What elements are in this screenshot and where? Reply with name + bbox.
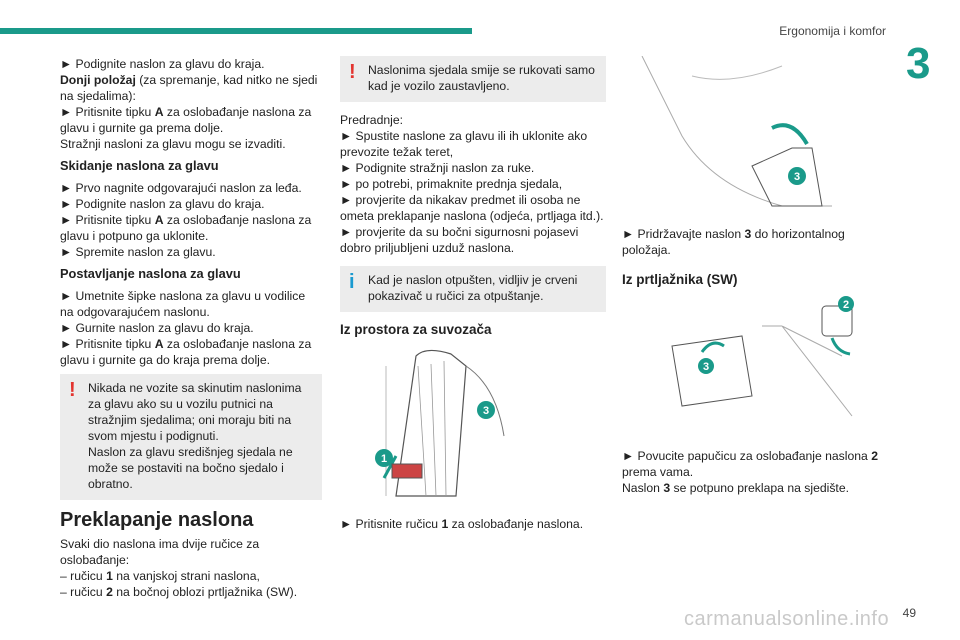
text: ► Pritisnite tipku A za oslobađanje nasl… [60, 213, 312, 243]
text: – ručicu 1 na vanjskoj strani naslona, [60, 569, 260, 583]
seat-hold-figure: 3 [641, 56, 832, 207]
text: ► Gurnite naslon za glavu do kraja. [60, 321, 254, 335]
text: ► Pritisnite tipku A za oslobađanje nasl… [60, 105, 312, 135]
text: ► provjerite da nikakav predmet ili osob… [340, 193, 604, 223]
seat-fold-figure: 3 1 [375, 349, 505, 497]
text: Stražnji nasloni za glavu mogu se izvadi… [60, 137, 286, 151]
warning-icon: ! [349, 61, 356, 83]
warning-icon: ! [69, 379, 76, 401]
heading-passenger: Iz prostora za suvozača [340, 322, 492, 337]
text: ► Umetnite šipke naslona za glavu u vodi… [60, 289, 306, 319]
figure-label: 2 [843, 299, 849, 311]
heading-remove: Skidanje naslona za glavu [60, 158, 219, 173]
column-2: ! Naslonima sjedala smije se rukovati sa… [340, 56, 606, 532]
warning-box: ! Nikada ne vozite sa skinutim naslonima… [60, 374, 322, 500]
figure-label: 1 [381, 453, 387, 465]
watermark: carmanualsonline.info [684, 608, 890, 630]
trunk-figure: 2 3 [622, 296, 862, 426]
heading-install: Postavljanje naslona za glavu [60, 266, 241, 281]
warning-text: Naslonima sjedala smije se rukovati samo… [368, 63, 595, 93]
text: Donji položaj (za spremanje, kad nitko n… [60, 73, 318, 103]
column-3: 3 ► Pridržavajte naslon 3 do horizontaln… [622, 56, 884, 496]
heading-fold: Preklapanje naslona [60, 509, 254, 531]
chapter-number: 3 [906, 39, 931, 88]
section-title: Ergonomija i komfor [779, 24, 886, 38]
text: ► provjerite da su bočni sigurnosni poja… [340, 225, 579, 255]
warning-box: ! Naslonima sjedala smije se rukovati sa… [340, 56, 606, 102]
text: – ručicu 2 na bočnoj oblozi prtljažnika … [60, 585, 298, 599]
heading-trunk: Iz prtljažnika (SW) [622, 272, 738, 287]
info-icon: i [349, 271, 355, 293]
page-number: 49 [902, 606, 916, 620]
text: ► Podignite naslon za glavu do kraja. [60, 57, 265, 71]
text: ► Pridržavajte naslon 3 do horizontalnog… [622, 227, 845, 257]
text: ► po potrebi, primaknite prednja sjedala… [340, 177, 563, 191]
text: Naslon 3 se potpuno preklapa na sjedište… [622, 481, 849, 495]
text: ► Spremite naslon za glavu. [60, 245, 216, 259]
text: ► Pritisnite ručicu 1 za oslobađanje nas… [340, 517, 584, 531]
column-1: ► Podignite naslon za glavu do kraja. Do… [60, 56, 322, 600]
text: ► Podignite stražnji naslon za ruke. [340, 161, 535, 175]
warning-text: Nikada ne vozite sa skinutim naslonima z… [88, 381, 302, 443]
text: ► Povucite papučicu za oslobađanje naslo… [622, 449, 878, 479]
info-text: Kad je naslon otpušten, vidljiv je crven… [368, 273, 578, 303]
warning-text: Naslon za glavu središnjeg sjedala ne mo… [88, 445, 293, 491]
figure-label: 3 [703, 361, 709, 373]
figure-label: 3 [794, 171, 800, 183]
text: Predradnje: [340, 113, 404, 127]
text: ► Prvo nagnite odgovarajući naslon za le… [60, 181, 302, 195]
text: ► Podignite naslon za glavu do kraja. [60, 197, 265, 211]
figure-label: 3 [483, 405, 489, 417]
text: Svaki dio naslona ima dvije ručice za os… [60, 537, 260, 567]
header-bar [0, 28, 472, 34]
text: ► Spustite naslone za glavu ili ih uklon… [340, 129, 588, 159]
info-box: i Kad je naslon otpušten, vidljiv je crv… [340, 266, 606, 312]
text: ► Pritisnite tipku A za oslobađanje nasl… [60, 337, 312, 367]
